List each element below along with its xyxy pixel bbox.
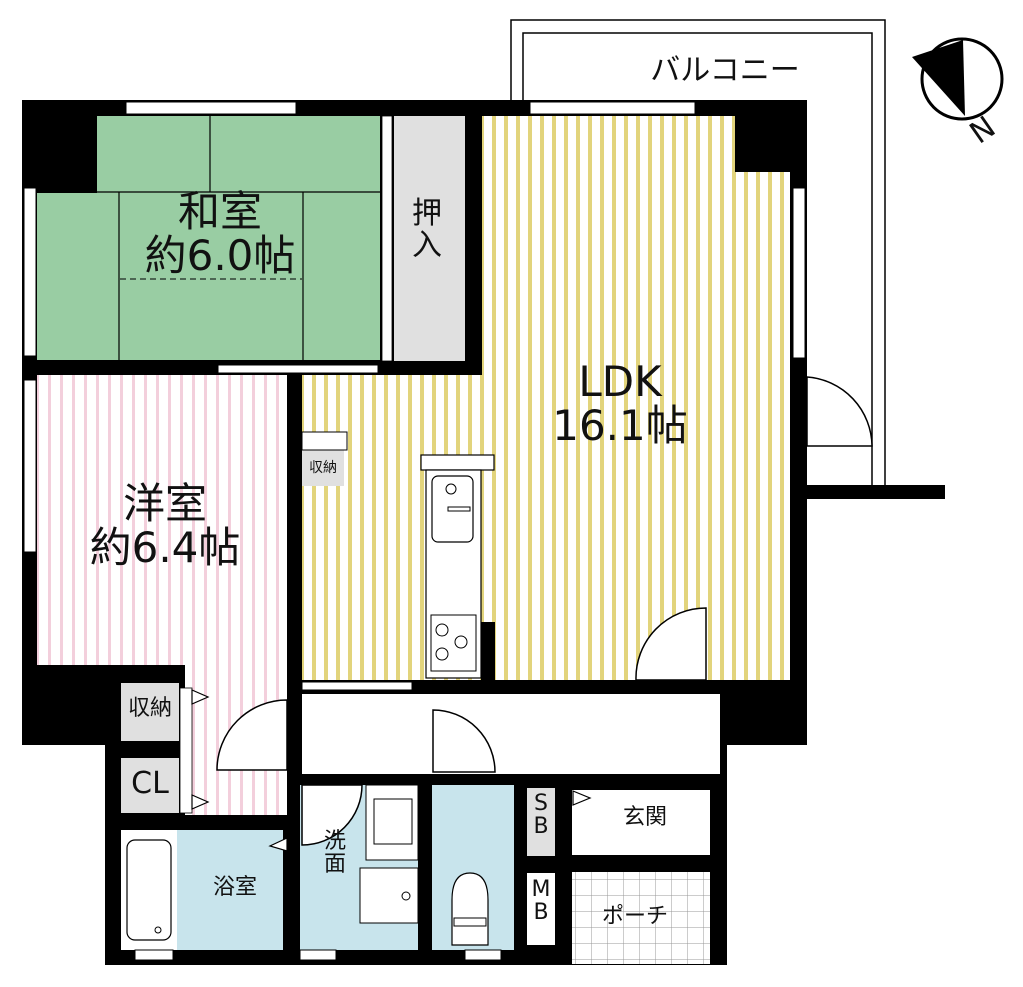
washroom-door-icon — [301, 784, 363, 846]
oshiire-label: 押入 — [412, 196, 442, 263]
washitsu-label: 和室 約6.0帖 — [130, 187, 310, 281]
stove-icon — [430, 614, 477, 672]
ldk-name: LDK — [578, 357, 662, 406]
doors — [216, 376, 873, 846]
ldk-door-icon — [635, 607, 707, 681]
kitchen-storage — [302, 450, 344, 486]
washitsu-name: 和室 — [177, 187, 262, 236]
sink-icon — [431, 475, 474, 543]
washroom-label: 洗面 — [323, 829, 346, 878]
toilet-icon — [451, 872, 489, 946]
ldk-room — [302, 116, 790, 680]
bathtub-icon — [126, 839, 172, 941]
ldk-label: LDK 16.1帖 — [530, 357, 710, 451]
balcony — [510, 19, 945, 499]
porch — [572, 872, 710, 964]
closet-label: CL — [131, 766, 169, 801]
bathroom — [177, 830, 283, 950]
windows — [23, 101, 806, 961]
oshiire-closet — [394, 116, 465, 361]
balcony-label: バルコニー — [650, 53, 800, 88]
toilet-door-icon — [432, 709, 496, 773]
sliding-door-markers — [191, 689, 592, 852]
kitchen-counter — [420, 454, 495, 680]
entrance-label: 玄関 — [622, 805, 667, 830]
youshitsu-door-icon — [216, 699, 288, 771]
cl-closet — [121, 758, 179, 813]
balcony-door-icon — [806, 376, 873, 447]
ldk-size: 16.1帖 — [552, 401, 688, 451]
youshitsu-label: 洋室 約6.4帖 — [70, 479, 260, 573]
porch-label: ポーチ — [601, 904, 668, 929]
washitsu-room — [37, 116, 380, 360]
meter-box-label: MB — [531, 877, 551, 926]
youshitsu-size: 約6.4帖 — [89, 523, 241, 573]
storage-label: 収納 — [127, 696, 172, 721]
kitchen-storage-label: 収納 — [309, 460, 337, 476]
north-arrow-icon — [912, 37, 1004, 121]
youshitsu-name: 洋室 — [122, 479, 207, 528]
meter-box — [527, 873, 555, 945]
entrance — [572, 790, 710, 855]
shoe-box-label: SB — [533, 791, 549, 840]
hallway — [302, 694, 710, 774]
youshitsu-room — [37, 375, 287, 665]
shoe-box — [527, 788, 555, 856]
washitsu-size: 約6.0帖 — [144, 231, 296, 281]
storage-closet — [121, 683, 179, 741]
bathroom-label: 浴室 — [212, 875, 257, 900]
washing-machine-icon — [359, 867, 419, 924]
